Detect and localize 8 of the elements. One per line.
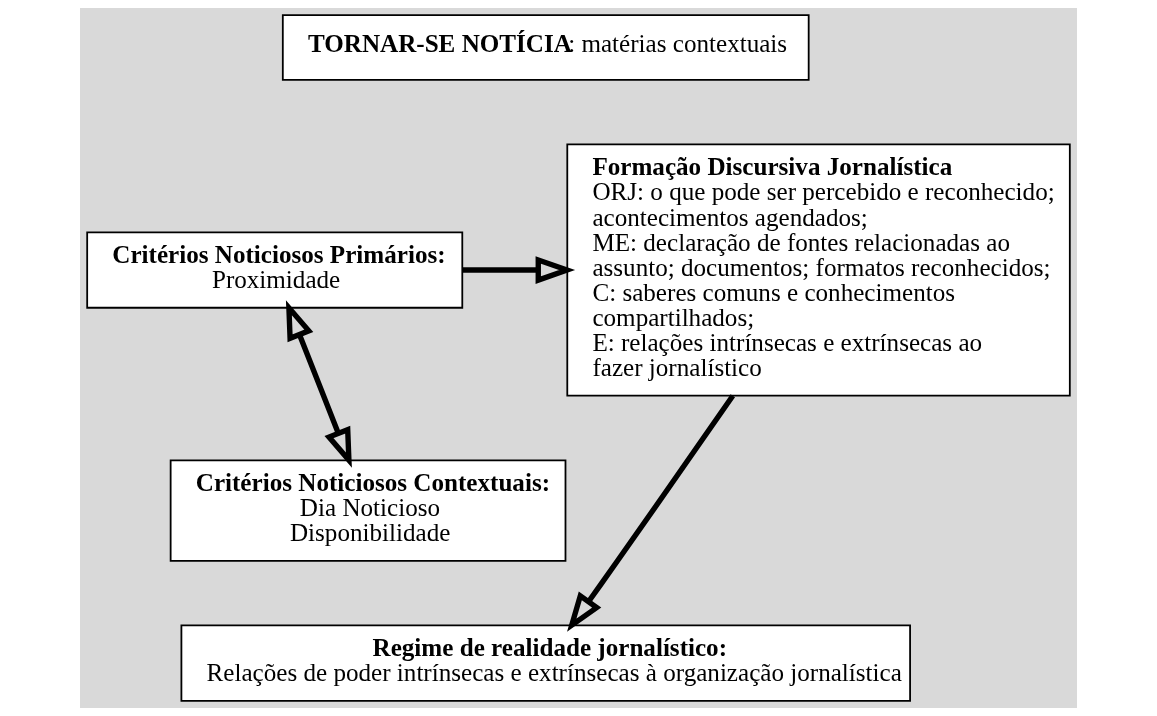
node-box: Critérios Noticiosos Contextuais: Dia Noticioso Disponibilidade — [169, 459, 567, 562]
node-box: TORNAR-SE NOTÍCIA: matérias contextuais — [281, 14, 810, 81]
node-box: Regime de realidade jornalístico: Relações de poder intrínsecas e extrínsecas à organização jornalística — [180, 624, 911, 702]
arrow — [462, 256, 576, 284]
arrow — [567, 394, 736, 632]
node-box: Formação Discursiva Jornalística ORJ: o que pode ser percebido e reconhecido; acontecimentos agendados; ME: declaração de fontes relacionadas ao assunto; documentos; formatos reconhecidos; C: saberes comuns e conhecimentos compartilhados; E: relações intrínsecas e extrínsecas ao fazer jornalístico — [566, 143, 1071, 397]
arrow — [285, 300, 352, 468]
node-box: Critérios Noticiosos Primários: Proximidade — [86, 231, 464, 309]
